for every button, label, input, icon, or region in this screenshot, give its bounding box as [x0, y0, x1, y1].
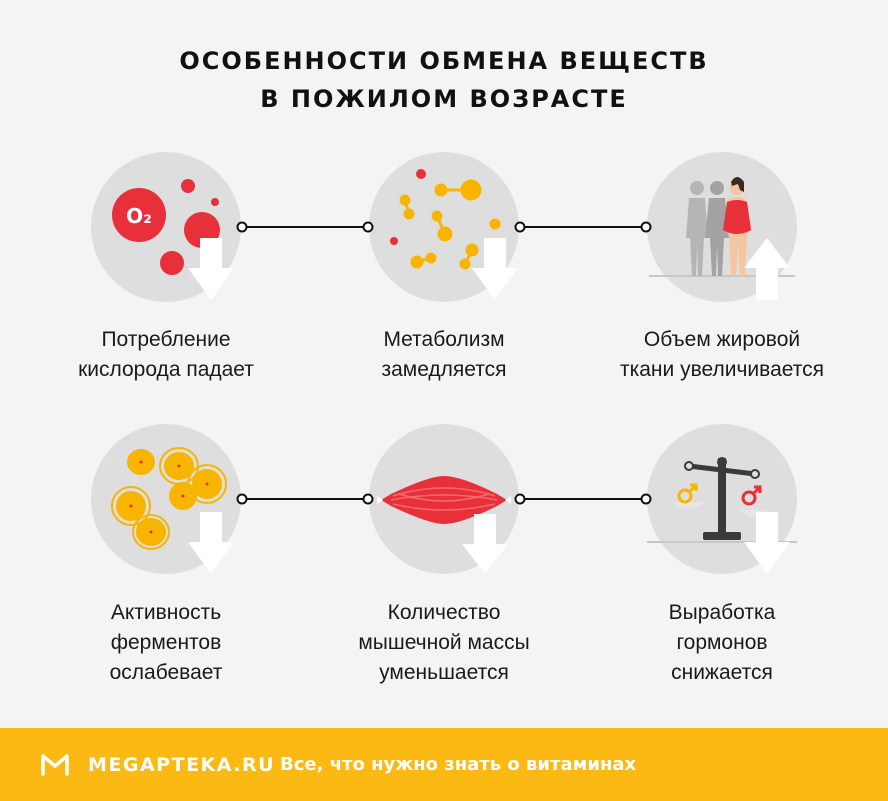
label-fat: Объем жировой ткани увеличивается — [572, 325, 872, 385]
label-line: Выработка — [668, 601, 776, 624]
label-line: ослабевает — [109, 661, 223, 684]
footer-bar: MEGAPTEKA.RU Все, что нужно знать о вита… — [0, 728, 888, 801]
connector-line — [236, 221, 374, 233]
enzyme-cells-icon — [91, 424, 241, 574]
title-line-2: В ПОЖИЛОМ ВОЗРАСТЕ — [260, 85, 628, 113]
label-metabolism: Метаболизм замедляется — [294, 325, 594, 385]
label-oxygen: Потребление кислорода падает — [16, 325, 316, 385]
arrow-down-icon — [462, 514, 508, 574]
label-line: ферментов — [110, 631, 222, 654]
label-line: уменьшается — [379, 661, 509, 684]
arrow-down-icon — [744, 512, 790, 574]
label-line: Активность — [110, 601, 222, 624]
body-silhouettes-icon — [647, 152, 797, 302]
oxygen-molecules-icon: O₂ — [91, 152, 241, 302]
arrow-up-icon — [744, 238, 790, 300]
arrow-down-icon — [188, 238, 234, 300]
o2-label: O₂ — [126, 204, 152, 228]
muscle-icon — [369, 424, 519, 574]
label-line: Количество — [387, 601, 501, 624]
title-line-1: ОСОБЕННОСТИ ОБМЕНА ВЕЩЕСТВ — [179, 47, 709, 75]
molecules-icon — [369, 152, 519, 302]
footer-tagline: Все, что нужно знать о витаминах — [280, 754, 637, 775]
label-line: кислорода падает — [78, 358, 254, 381]
connector-line — [514, 221, 652, 233]
label-line: Потребление — [101, 328, 231, 351]
label-enzymes: Активность ферментов ослабевает — [16, 598, 316, 688]
footer-logo[interactable]: MEGAPTEKA.RU — [88, 754, 276, 776]
label-line: гормонов — [676, 631, 768, 654]
arrow-down-icon — [188, 512, 234, 574]
hormone-scales-icon — [647, 424, 797, 574]
arrow-down-icon — [472, 238, 518, 300]
label-line: Объем жировой — [643, 328, 801, 351]
label-line: Метаболизм — [383, 328, 505, 351]
label-line: ткани увеличивается — [619, 358, 824, 381]
connector-line — [514, 493, 652, 505]
label-line: мышечной массы — [358, 631, 530, 654]
megapteka-logo-icon — [41, 754, 69, 776]
label-line: снижается — [671, 661, 773, 684]
label-hormones: Выработка гормонов снижается — [572, 598, 872, 688]
connector-line — [236, 493, 374, 505]
label-muscle: Количество мышечной массы уменьшается — [294, 598, 594, 688]
label-line: замедляется — [381, 358, 507, 381]
page-title: ОСОБЕННОСТИ ОБМЕНА ВЕЩЕСТВ В ПОЖИЛОМ ВОЗ… — [0, 42, 888, 118]
